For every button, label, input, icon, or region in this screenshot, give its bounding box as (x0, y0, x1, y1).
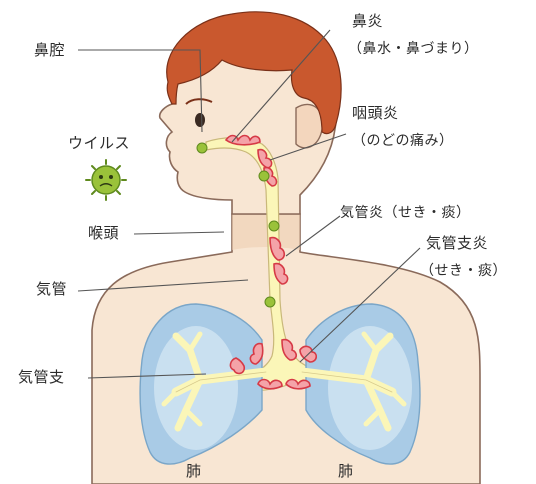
pharyngitis-label: 咽頭炎 (352, 104, 399, 122)
left-lung-label: 肺 (186, 462, 202, 480)
nasal-cavity-label: 鼻腔 (34, 41, 65, 59)
eye (195, 113, 205, 127)
bronchitis-detail-label: （せき・痰） (420, 262, 507, 280)
pharyngitis-detail-label: （のどの痛み） (352, 132, 454, 150)
rhinitis-detail-label: （鼻水・鼻づまり） (348, 40, 479, 58)
right-lung-label: 肺 (338, 462, 354, 480)
neck-shade (232, 214, 300, 250)
tracheitis-label: 気管炎（せき・痰） (340, 204, 471, 222)
virus-label: ウイルス (68, 134, 130, 152)
larynx-label: 喉頭 (88, 224, 119, 242)
bronchitis-label: 気管支炎 (426, 234, 488, 252)
rhinitis-label: 鼻炎 (352, 12, 383, 30)
virus-icon (86, 160, 126, 200)
trachea-label: 気管 (36, 280, 67, 298)
bronchus-label: 気管支 (18, 368, 65, 386)
